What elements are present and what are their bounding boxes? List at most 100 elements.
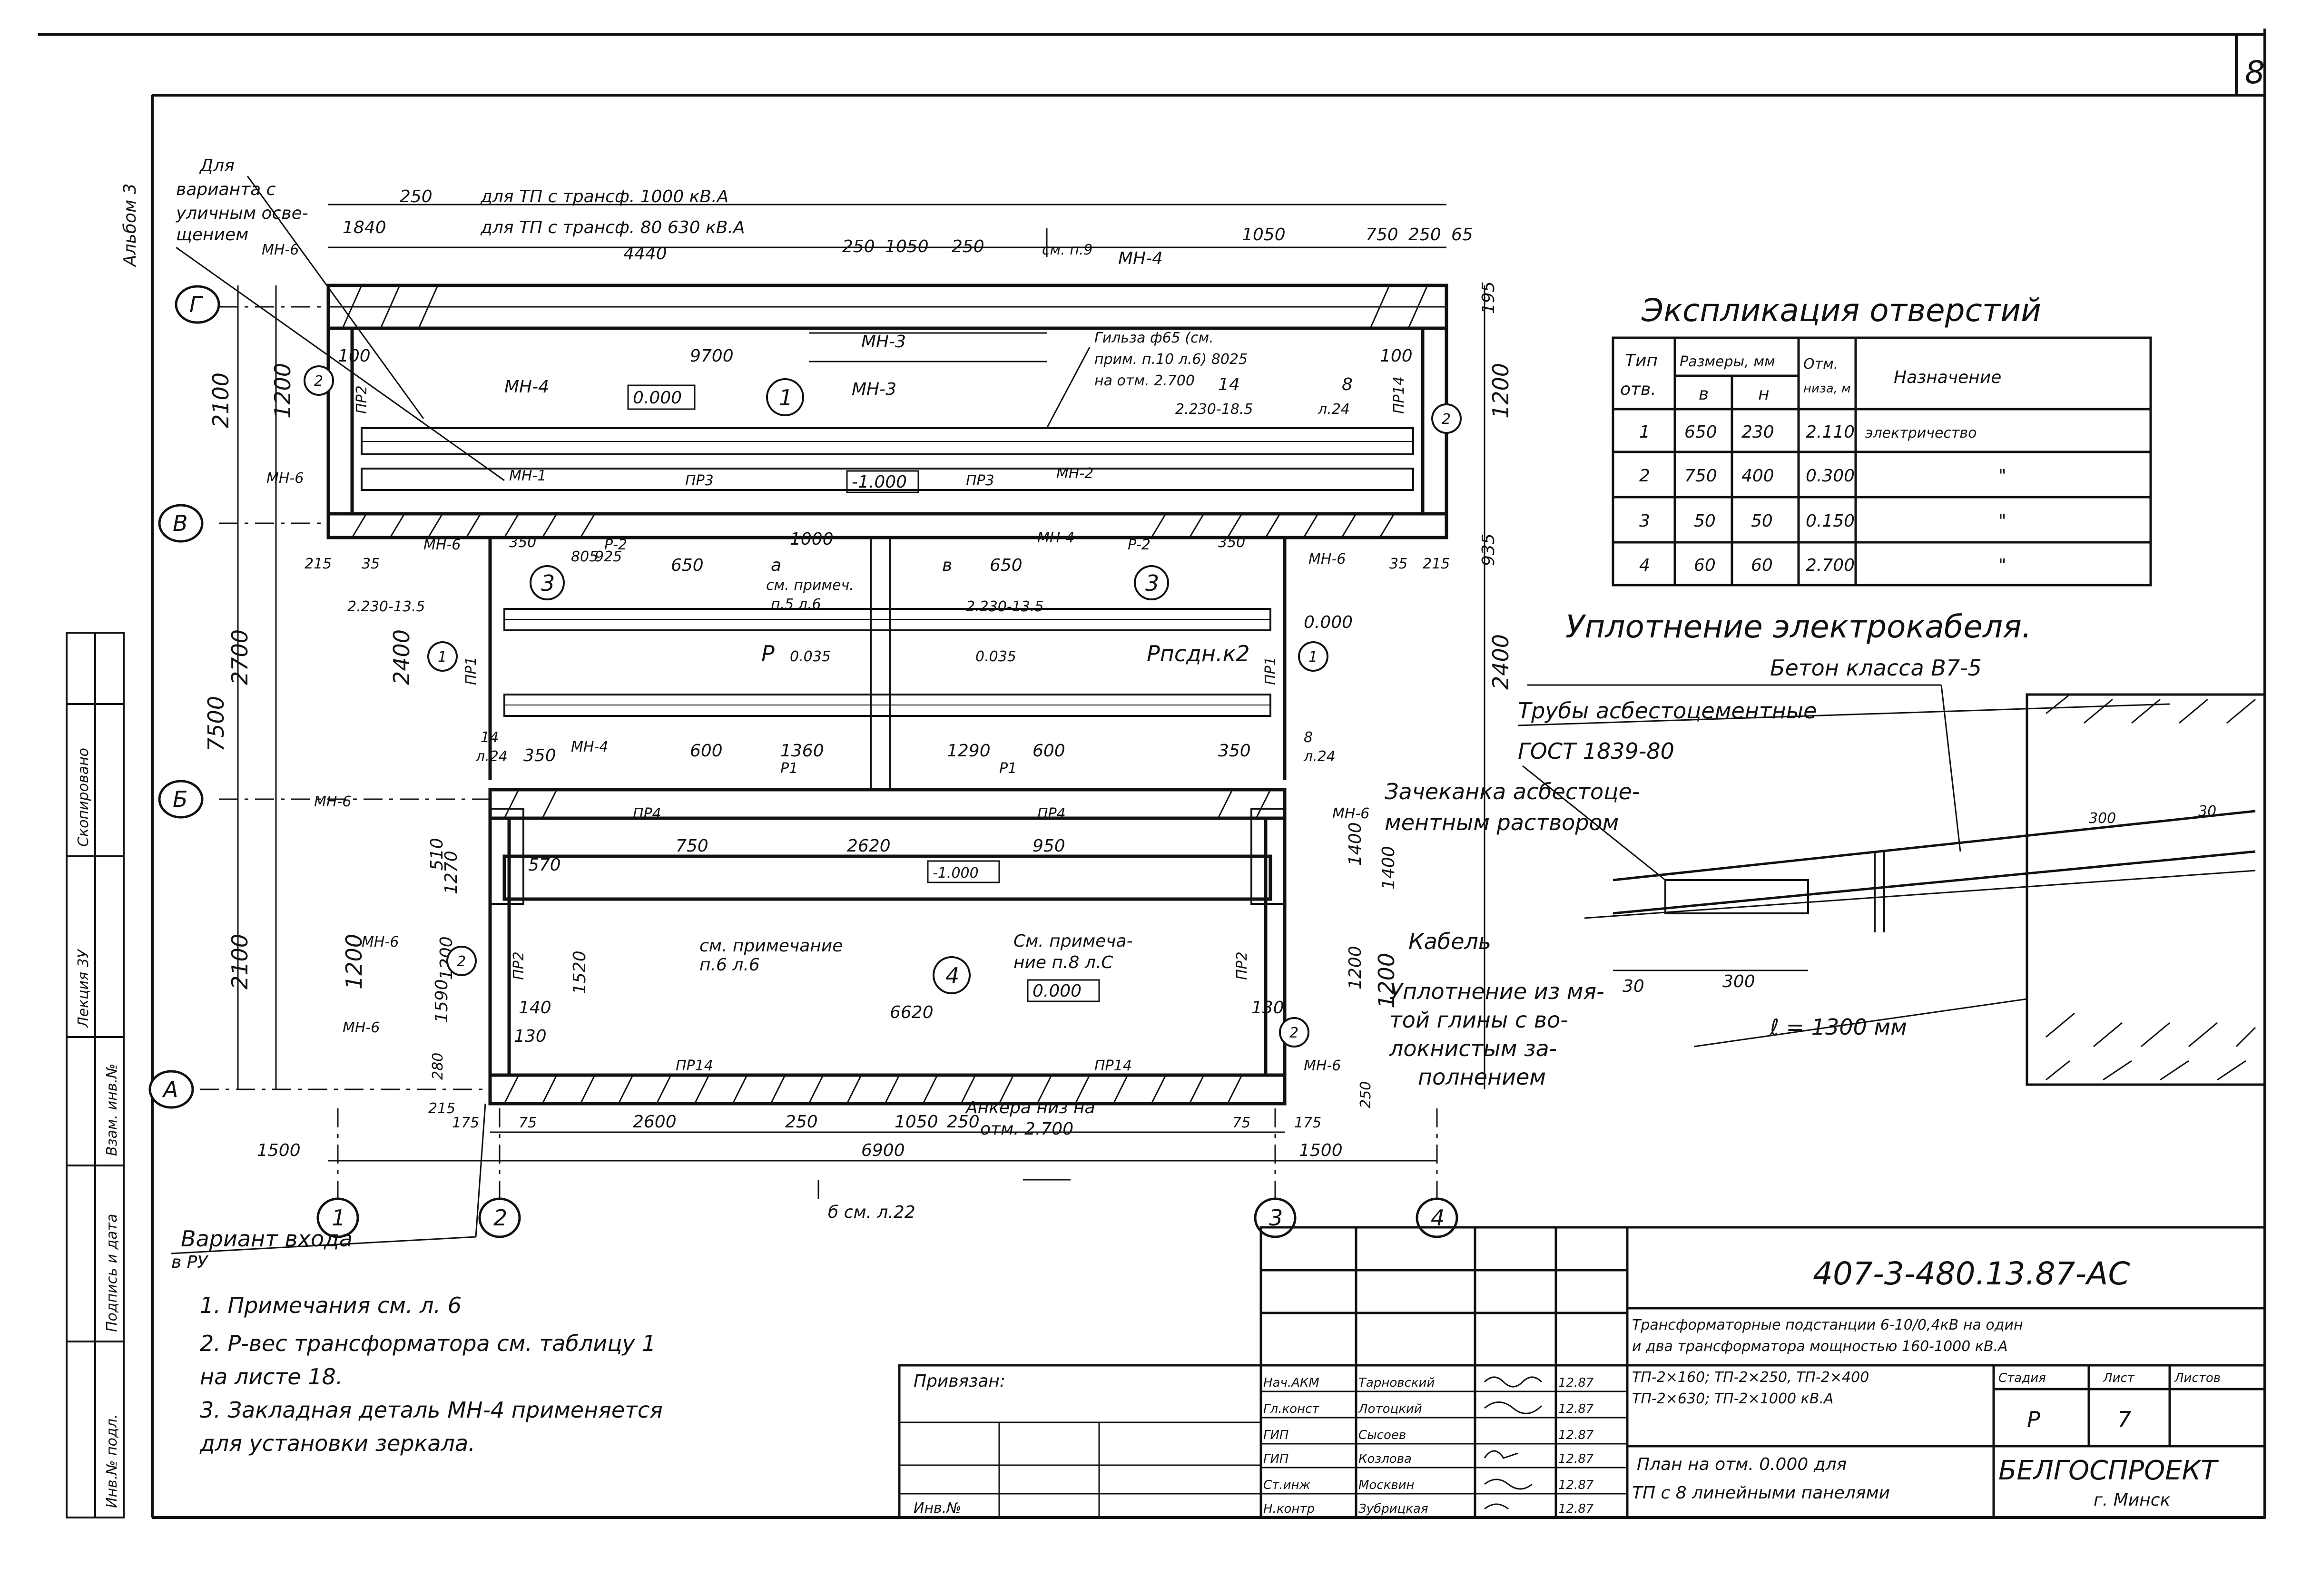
level-2: 0.000 xyxy=(1304,613,1353,632)
dim-left-0: 7500 xyxy=(203,696,229,752)
axis-grid xyxy=(200,306,1438,1199)
label-pr-9: ПР14 xyxy=(676,1057,713,1074)
cable-seal-title: Уплотнение электрокабеля. xyxy=(1565,608,2032,645)
label-mn-2: МН-3 xyxy=(861,332,906,352)
person-3-name: Козлова xyxy=(1358,1452,1412,1466)
callout-1-b: 1 xyxy=(1308,649,1318,666)
room-4: 4 xyxy=(945,963,959,989)
dim-top-5: 250 xyxy=(842,237,875,256)
stage-value: Р xyxy=(2027,1407,2040,1432)
p-trans: Р xyxy=(761,641,775,666)
dim-right-4: 1200 xyxy=(1374,953,1399,1009)
table-row-1-purpose: " xyxy=(1998,466,2006,486)
side-stamp-replace: Взам. инв.№ xyxy=(104,1064,120,1156)
see-note-bottom2-0: См. примеча- xyxy=(1013,931,1133,951)
cable-seal-seal-3: полнением xyxy=(1418,1064,1546,1090)
dim-right-1: 935 xyxy=(1479,533,1498,566)
side-stamp xyxy=(66,632,125,1518)
person-0-date: 12.87 xyxy=(1558,1376,1594,1390)
person-1-name: Лотоцкий xyxy=(1358,1402,1422,1416)
label-pr-10: ПР14 xyxy=(1094,1057,1132,1074)
label-pr-5: ПР2 xyxy=(511,951,527,980)
label-pr-15: Р-2 xyxy=(1128,537,1151,553)
variant-note-2: уличным осве- xyxy=(176,204,308,223)
note-2: на листе 18. xyxy=(200,1364,343,1390)
axis-row-G: Г xyxy=(189,292,203,317)
cable-seal-seal-1: той глины с во- xyxy=(1389,1007,1568,1033)
label-pr-0: ПР2 xyxy=(354,385,370,414)
room-bubbles xyxy=(304,365,1462,1048)
side-stamp-album: Альбом 3 xyxy=(120,183,140,267)
dim-bottom-11: 140 xyxy=(519,998,551,1018)
cable-seal-gost: ГОСТ 1839-80 xyxy=(1518,738,1674,764)
side-stamp-lecture: Лекция 3У xyxy=(75,949,92,1028)
dim-bottom-2: 1500 xyxy=(1299,1141,1343,1160)
cable-seal-concrete: Бетон класса В7-5 xyxy=(1770,655,1982,681)
table-row-2-type: 3 xyxy=(1639,511,1650,531)
dim-room-5: 1270 xyxy=(442,851,461,894)
room-2-b: 2 xyxy=(1442,411,1451,428)
label-pr-8: ПР4 xyxy=(1037,805,1066,822)
dim-room-3: 570 xyxy=(528,855,561,875)
table-row-3-h: 60 xyxy=(1751,556,1773,575)
cable-seal-caulk-0: Зачеканка асбестоце- xyxy=(1385,779,1640,804)
cable-seal-drawing xyxy=(1517,684,2266,1086)
signature-marks xyxy=(1484,1376,1543,1510)
dim-mid2-5: 350 xyxy=(1218,741,1251,761)
label-mn-5: МН-6 xyxy=(266,470,304,487)
project-0: Трансформаторные подстанции 6-10/0,4кВ н… xyxy=(1632,1317,2023,1333)
dim-top-6: 1050 xyxy=(1242,225,1286,245)
sheet-label: Лист xyxy=(2103,1371,2135,1385)
person-2-date: 12.87 xyxy=(1558,1428,1594,1442)
dim-toprow-2: 100 xyxy=(1380,346,1413,366)
person-4-date: 12.87 xyxy=(1558,1478,1594,1492)
callout-1-a: 1 xyxy=(438,649,447,666)
dim-bottom-3: 2600 xyxy=(633,1112,677,1132)
dim-bottom-1: 6900 xyxy=(861,1141,905,1160)
person-5-role: Н.контр xyxy=(1263,1502,1315,1516)
dim-room-2: 950 xyxy=(1033,836,1065,856)
person-5-date: 12.87 xyxy=(1558,1502,1594,1516)
level-boxes xyxy=(627,384,1100,1002)
dim-mid-1: a xyxy=(771,556,781,575)
th-elev-1: низа, м xyxy=(1803,382,1851,396)
dim-toprow-3: 14 xyxy=(1218,375,1240,394)
dim-mid-8: 35 xyxy=(362,556,380,572)
table-row-0-elev: 2.110 xyxy=(1806,422,1855,442)
anchors-0: Анкера низ на xyxy=(965,1098,1095,1117)
level-6: 0.000 xyxy=(1033,981,1082,1001)
person-1-date: 12.87 xyxy=(1558,1402,1594,1416)
label-pr-4: ПР1 xyxy=(1262,656,1279,685)
sheet-title-0: План на отм. 0.000 для xyxy=(1637,1455,1847,1474)
dim-bottom-12: 130 xyxy=(514,1027,547,1046)
label-mn-3: МН-3 xyxy=(852,380,896,399)
room-3-a: 3 xyxy=(541,570,555,596)
label-mn-16: МН-6 xyxy=(1304,1057,1341,1074)
table-row-0-b: 650 xyxy=(1684,422,1717,442)
dim-bottom-13: 6620 xyxy=(890,1003,934,1022)
dim-mid2-2: 1360 xyxy=(780,741,824,761)
dim-bottom-0: 1500 xyxy=(257,1141,301,1160)
dim-mid-4: 650 xyxy=(990,556,1023,575)
person-5-name: Зубрицкая xyxy=(1358,1502,1428,1516)
person-0-name: Тарновский xyxy=(1358,1376,1435,1390)
label-mn-10: МН-6 xyxy=(1308,551,1346,568)
see-note-bottom-0: см. примечание xyxy=(699,936,843,956)
label-mn-8: МН-4 xyxy=(1037,529,1074,546)
table-row-3-type: 4 xyxy=(1639,556,1650,575)
th-type-0: Тип xyxy=(1625,351,1658,371)
see-item-9: см. п.9 xyxy=(1042,242,1092,258)
axis-col-2: 2 xyxy=(493,1205,507,1231)
dim-bottom-14: 130 xyxy=(1251,998,1284,1018)
cable-seal-cable: Кабель xyxy=(1408,929,1491,954)
dim-bottom-8: 75 xyxy=(519,1115,537,1131)
dim-mid2-8: л.24 xyxy=(475,748,508,765)
dim-top-1: 1840 xyxy=(343,218,386,237)
table-row-0-h: 230 xyxy=(1741,422,1774,442)
sleeve-note-2: на отм. 2.700 xyxy=(1094,372,1195,389)
note-4: для установки зеркала. xyxy=(199,1430,475,1456)
element-labels: МН-6 МН-4 МН-3 МН-3 МН-4 МН-6 МН-1 МН-2 … xyxy=(262,242,1407,1074)
label-pr-12: Р1 xyxy=(780,760,798,777)
label-pr-3: ПР1 xyxy=(463,656,480,685)
